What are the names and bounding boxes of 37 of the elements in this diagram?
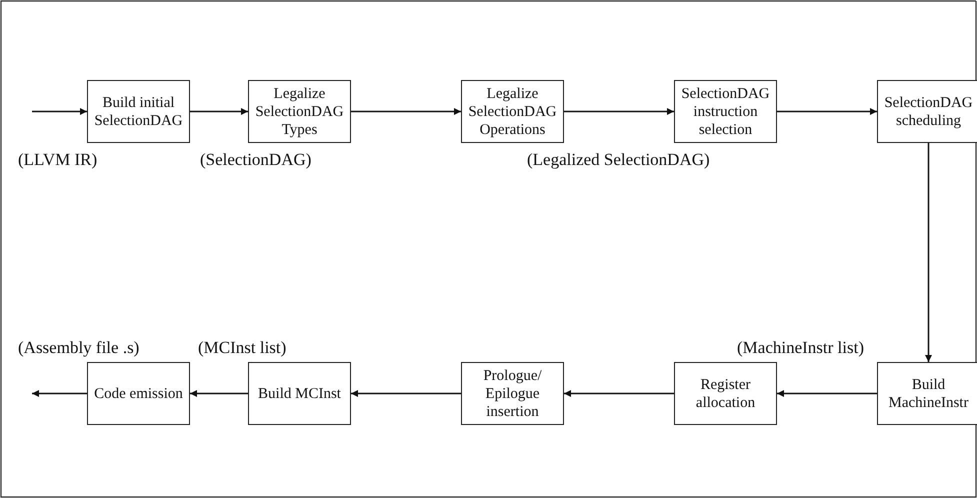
data-format-label: (SelectionDAG) bbox=[200, 150, 312, 170]
process-box bbox=[87, 80, 190, 143]
arrow bbox=[190, 390, 248, 397]
process-box bbox=[248, 80, 351, 143]
arrow bbox=[190, 108, 248, 115]
arrow bbox=[351, 390, 461, 397]
step-label: Prologue/ Epilogue insertion bbox=[482, 366, 543, 420]
arrow bbox=[351, 108, 461, 115]
arrow bbox=[564, 390, 674, 397]
step-label: Build MachineInstr bbox=[888, 376, 970, 412]
step-label: Legalize SelectionDAG Types bbox=[254, 84, 345, 138]
process-box bbox=[461, 362, 564, 425]
process-box bbox=[248, 362, 351, 425]
step-label: Build initial SelectionDAG bbox=[93, 94, 184, 130]
data-format-label: (MachineInstr list) bbox=[737, 338, 864, 358]
arrow bbox=[777, 390, 877, 397]
step-label: Build MCInst bbox=[257, 384, 342, 402]
process-box bbox=[877, 362, 977, 425]
data-format-label: (LLVM IR) bbox=[18, 150, 98, 170]
process-box bbox=[461, 80, 564, 143]
arrow bbox=[777, 108, 877, 115]
process-box bbox=[674, 362, 777, 425]
process-box bbox=[87, 362, 190, 425]
arrow bbox=[925, 143, 932, 362]
arrow bbox=[32, 108, 87, 115]
process-box bbox=[877, 80, 977, 143]
step-label: SelectionDAG instruction selection bbox=[680, 84, 771, 138]
step-label: SelectionDAG scheduling bbox=[883, 94, 974, 130]
process-box bbox=[674, 80, 777, 143]
data-format-label: (MCInst list) bbox=[198, 338, 286, 358]
data-format-label: (Legalized SelectionDAG) bbox=[527, 150, 710, 170]
step-label: Legalize SelectionDAG Operations bbox=[467, 84, 558, 138]
arrow bbox=[32, 390, 87, 397]
data-format-label: (Assembly file .s) bbox=[18, 338, 140, 358]
step-label: Register allocation bbox=[694, 376, 756, 412]
step-label: Code emission bbox=[93, 384, 184, 402]
arrow bbox=[564, 108, 674, 115]
